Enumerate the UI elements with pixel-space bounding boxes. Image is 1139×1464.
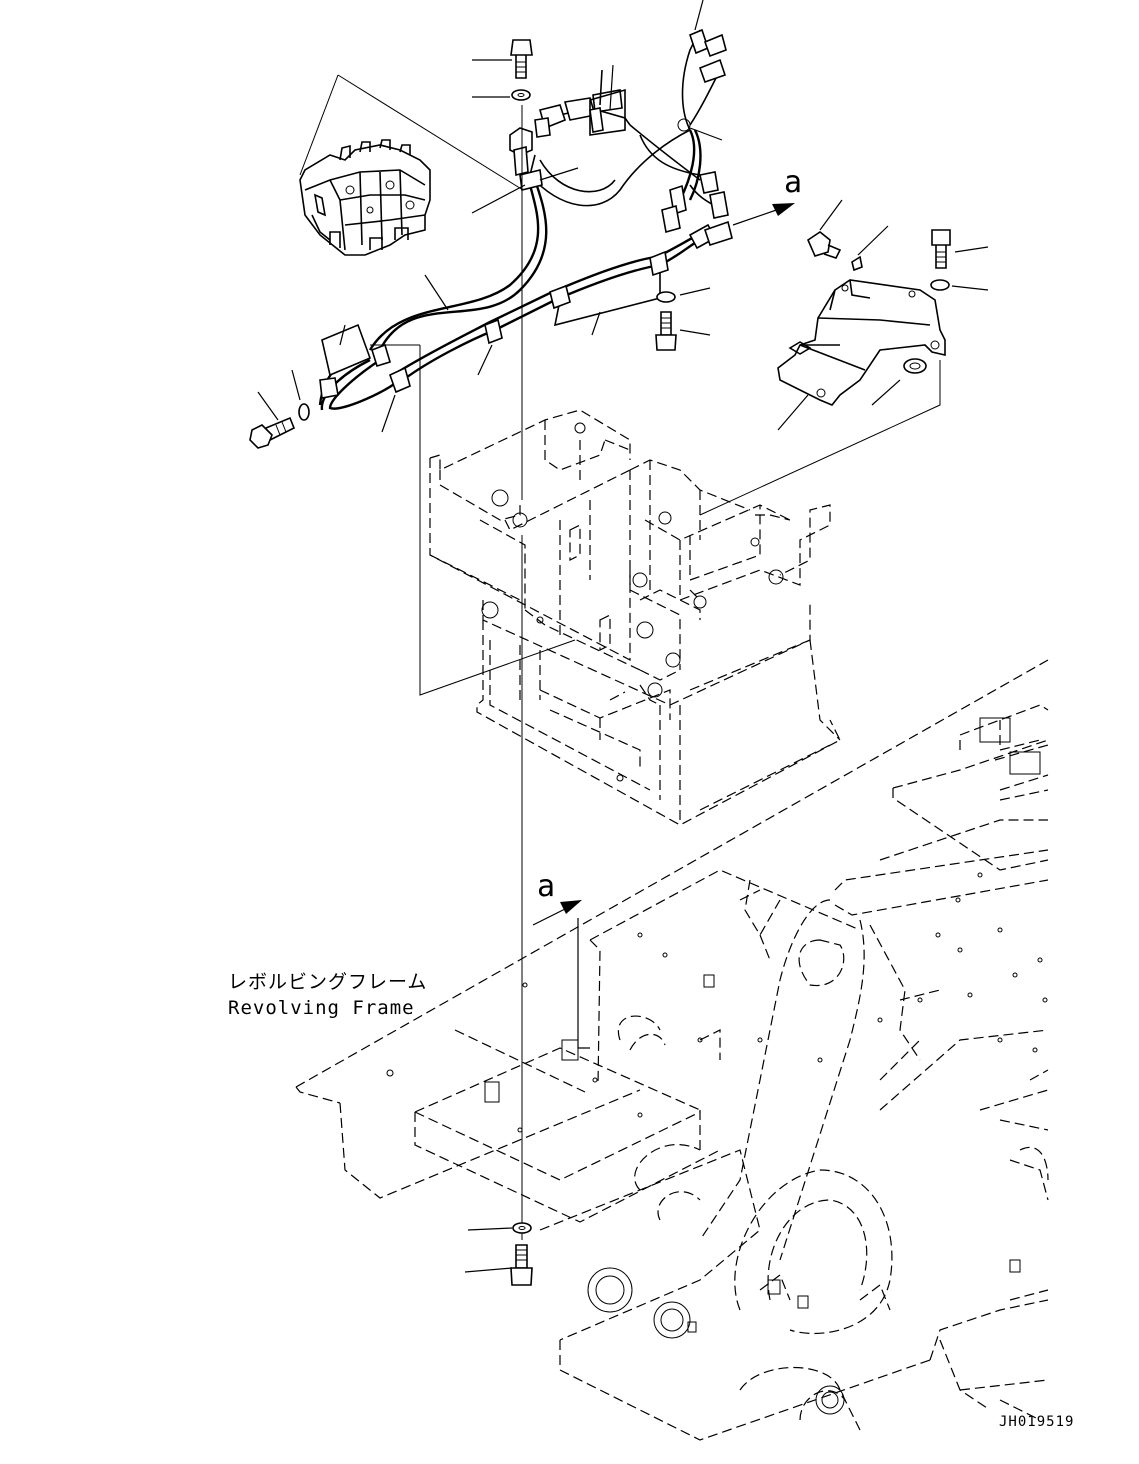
frame-name-japanese: レボルビングフレーム bbox=[228, 971, 427, 993]
top-right-bolt bbox=[930, 229, 951, 291]
view-marker-bottom: a bbox=[537, 869, 555, 904]
view-arrow-top bbox=[732, 203, 795, 226]
middle-bolt bbox=[655, 291, 677, 351]
leader-lines bbox=[257, 0, 989, 1273]
wiring-harness bbox=[318, 28, 733, 411]
frame-name-english: Revolving Frame bbox=[228, 997, 415, 1019]
left-bolt bbox=[249, 403, 310, 449]
top-bolt bbox=[510, 39, 533, 101]
mounting-bracket-assembly bbox=[429, 409, 841, 826]
cover-plate bbox=[699, 279, 946, 516]
phantom-outline bbox=[419, 345, 576, 696]
revolving-frame bbox=[295, 659, 1049, 1441]
bottom-bolt bbox=[510, 1222, 533, 1286]
view-marker-top: a bbox=[784, 165, 802, 200]
view-arrow-bottom bbox=[532, 900, 590, 1049]
drawing-code: JH019519 bbox=[999, 1414, 1074, 1430]
control-valve-unit bbox=[299, 74, 524, 256]
sensor-assembly bbox=[806, 231, 863, 272]
